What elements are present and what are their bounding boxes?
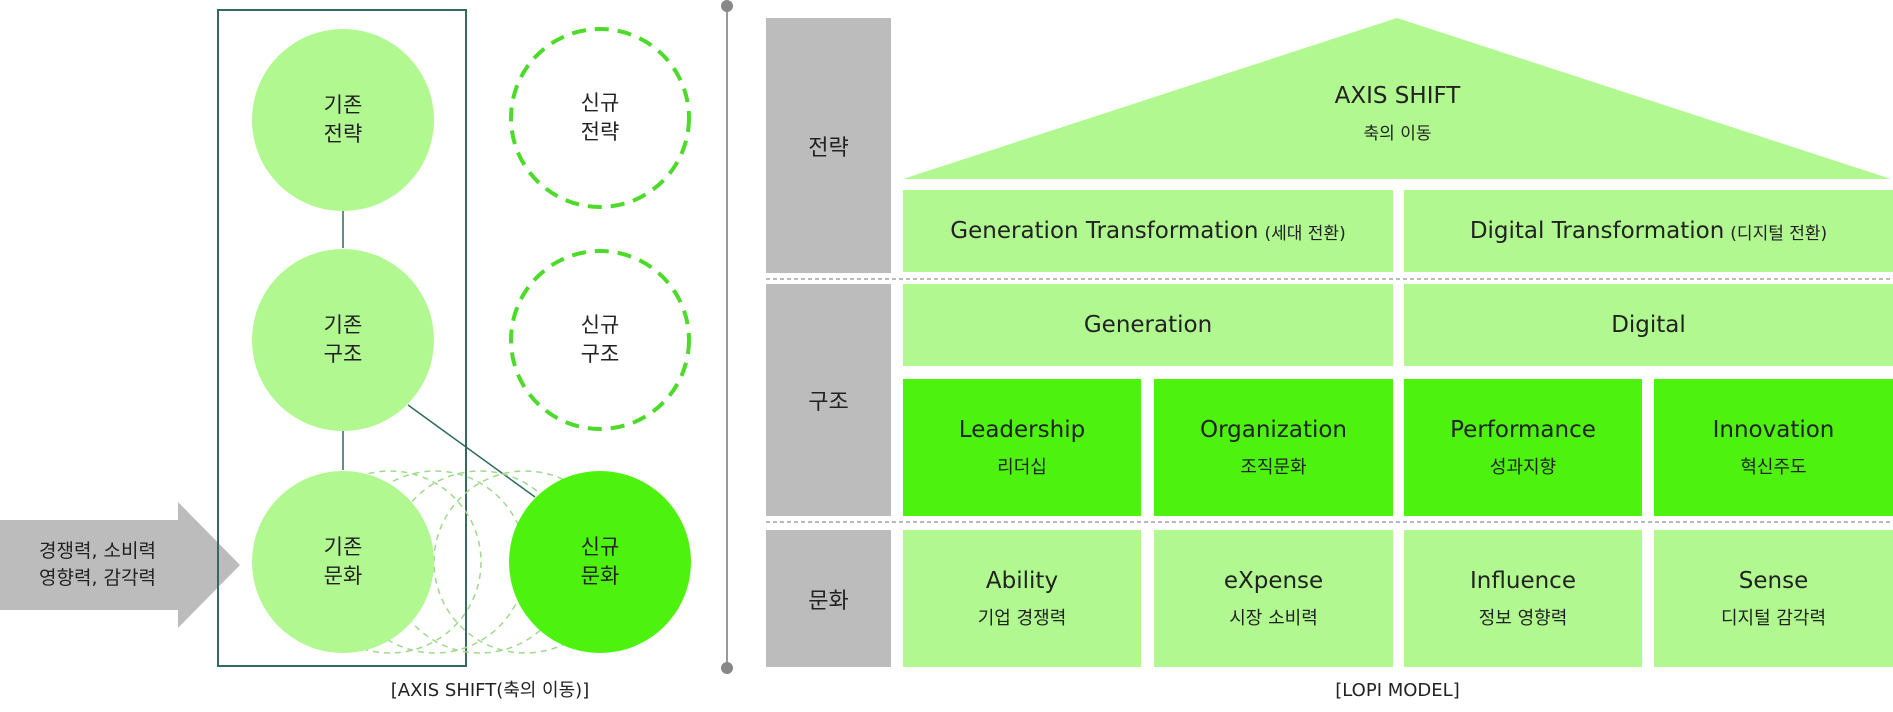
existing-frame [217,9,467,667]
generation-axis-label: Generation [1083,312,1213,338]
existing-structure-circle [252,249,434,431]
structure-item-sub: 성과지향 [1489,456,1557,478]
culture-item-sub: 시장 소비력 [1229,607,1318,629]
arrow-label: 경쟁력, 소비력 영향력, 감각력 [39,540,156,589]
connector-shift [407,404,536,498]
generation-transformation-box: Generation Transformation (세대 전환) [903,190,1393,272]
structure-item-innovation: Innovation 혁신주도 [1654,379,1893,516]
culture-item-sense: Sense 디지털 감각력 [1654,530,1893,667]
culture-item-title: Sense [1738,567,1809,594]
new-culture-label: 신규 문화 [580,535,620,588]
generation-axis-box: Generation [903,284,1393,366]
digital-transformation-box: Digital Transformation (디지털 전환) [1404,190,1893,272]
row-header-culture-text: 문화 [808,588,849,614]
culture-item-sub: 기업 경쟁력 [977,607,1067,629]
existing-structure-label: 기존 구조 [323,313,363,366]
row-header-strategy-text: 전략 [808,135,849,161]
divider-top-dot [721,0,733,12]
existing-strategy-circle [252,29,434,211]
digital-axis-label: Digital [1611,312,1686,338]
structure-item-title: Innovation [1712,416,1835,443]
generation-transformation-title: Generation Transformation [950,218,1259,244]
culture-item-title: eXpense [1223,567,1324,594]
digital-transformation-sub: (디지털 전환) [1730,223,1828,244]
culture-item-sub: 디지털 감각력 [1720,607,1827,629]
new-strategy-label: 신규 전략 [580,91,620,144]
structure-item-leadership: Leadership 리더십 [903,379,1141,516]
culture-item-expense: eXpense 시장 소비력 [1154,530,1393,667]
new-structure-circle [509,249,691,431]
divider-bottom-dot [721,662,733,674]
structure-item-sub: 리더십 [997,456,1047,478]
existing-strategy-label: 기존 전략 [323,93,363,146]
generation-transformation-sub: (세대 전환) [1264,223,1346,244]
roof-text: AXIS SHIFT 축의 이동 [1240,72,1555,152]
roof-title: AXIS SHIFT [1334,82,1461,109]
row-header-structure-text: 구조 [808,390,849,415]
row-header-culture: 문화 [766,530,891,667]
culture-item-title: Influence [1470,567,1576,594]
existing-culture-circle [252,471,434,653]
culture-item-influence: Influence 정보 영향력 [1404,530,1642,667]
existing-culture-label: 기존 문화 [323,535,363,588]
structure-item-organization: Organization 조직문화 [1154,379,1393,516]
new-structure-label: 신규 구조 [580,313,620,366]
row-header-strategy: 전략 [766,18,891,273]
roof-subtitle: 축의 이동 [1363,123,1432,144]
culture-item-title: Ability [985,567,1059,594]
new-strategy-circle [509,27,691,209]
axis-shift-caption: [AXIS SHIFT(축의 이동)] [390,680,590,701]
row-header-structure: 구조 [766,284,891,516]
structure-item-title: Leadership [958,416,1086,443]
structure-item-title: Organization [1199,416,1348,443]
structure-item-performance: Performance 성과지향 [1404,379,1642,516]
structure-item-sub: 혁신주도 [1740,456,1807,478]
new-culture-circle [509,471,691,653]
digital-transformation-title: Digital Transformation [1469,218,1725,244]
input-arrow [0,502,240,628]
lopi-model-caption: [LOPI MODEL] [1335,680,1460,701]
structure-item-sub: 조직문화 [1240,456,1307,478]
culture-item-sub: 정보 영향력 [1478,607,1568,629]
structure-item-title: Performance [1450,416,1596,443]
roof-triangle [903,18,1891,179]
digital-axis-box: Digital [1404,284,1893,366]
culture-item-ability: Ability 기업 경쟁력 [903,530,1141,667]
